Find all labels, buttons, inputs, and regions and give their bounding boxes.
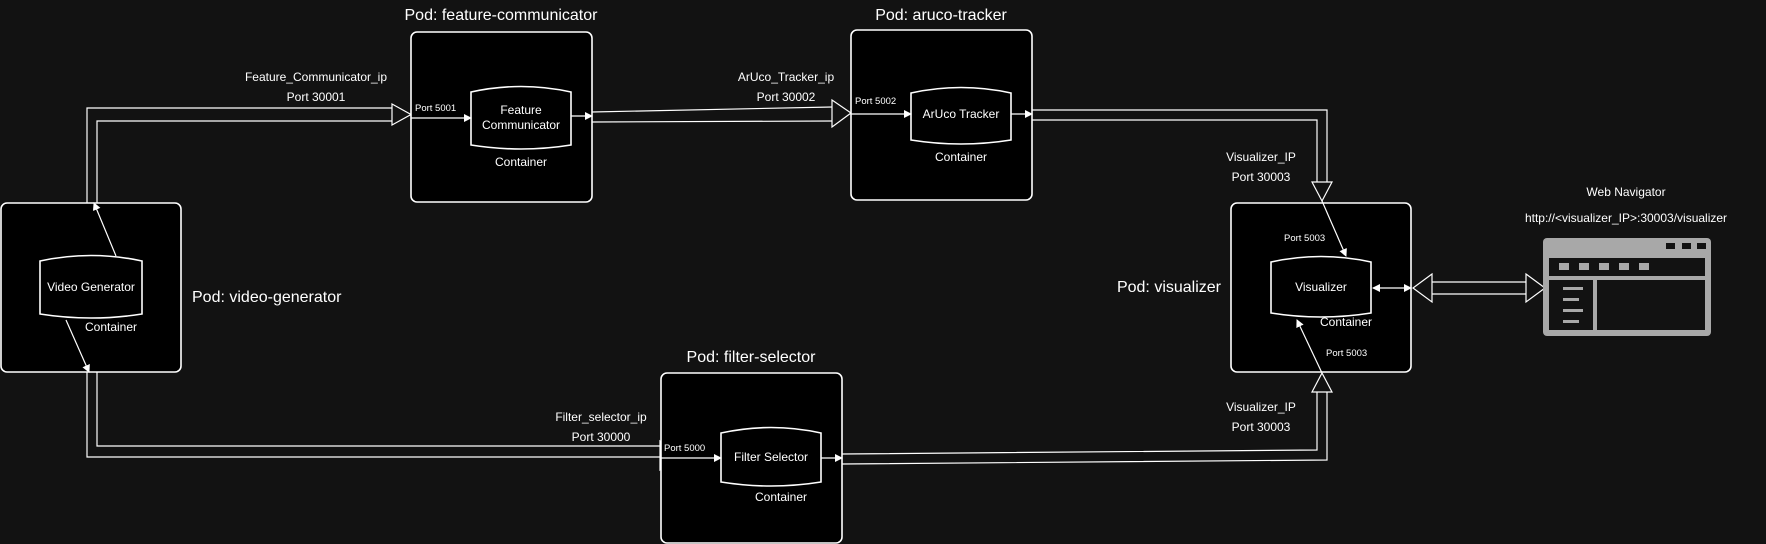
service-ip: Filter_selector_ip — [555, 410, 647, 424]
port-label: Port 5001 — [415, 103, 456, 114]
service-ip: ArUco_Tracker_ip — [738, 70, 835, 84]
container-label: Container — [495, 155, 547, 169]
web-navigator: Web Navigator http://<visualizer_IP>:300… — [1525, 185, 1727, 336]
web-navigator-title: Web Navigator — [1586, 185, 1665, 199]
service-feature-communicator: Feature_Communicator_ip Port 30001 — [245, 70, 387, 104]
container-filter-selector[interactable] — [720, 426, 822, 487]
container-name-line1: Feature — [500, 103, 542, 117]
web-navigator-url[interactable]: http://<visualizer_IP>:30003/visualizer — [1525, 211, 1727, 225]
pipe-visualizer-to-web-navigator — [1411, 272, 1547, 304]
pod-visualizer: Visualizer Container Pod: visualizer Por… — [1117, 200, 1412, 374]
pipe-feature-communicator-to-aruco — [591, 98, 853, 129]
pod-title: Pod: feature-communicator — [405, 7, 599, 24]
service-aruco-tracker: ArUco_Tracker_ip Port 30002 — [738, 70, 835, 104]
container-name: ArUco Tracker — [923, 107, 1000, 121]
pod-title: Pod: visualizer — [1117, 279, 1222, 296]
browser-window-icon[interactable] — [1543, 238, 1711, 336]
pod-video-generator: Video Generator Container Pod: video-gen… — [0, 202, 342, 373]
pod-aruco-tracker: Pod: aruco-tracker ArUco Tracker Contain… — [850, 7, 1033, 201]
container-aruco-tracker[interactable] — [910, 86, 1012, 145]
port-label: Port 5002 — [855, 96, 896, 107]
container-name: Video Generator — [47, 280, 135, 294]
service-ip: Feature_Communicator_ip — [245, 70, 387, 84]
pod-title: Pod: filter-selector — [687, 349, 817, 366]
service-port: Port 30001 — [287, 90, 346, 104]
container-label: Container — [85, 320, 137, 334]
service-filter-selector: Filter_selector_ip Port 30000 — [555, 410, 647, 444]
pod-feature-communicator: Pod: feature-communicator Feature Commun… — [405, 7, 599, 203]
port-label-top: Port 5003 — [1284, 233, 1325, 244]
container-video-generator[interactable] — [39, 254, 143, 319]
container-name: Visualizer — [1295, 280, 1347, 294]
pod-title: Pod: aruco-tracker — [875, 7, 1007, 24]
container-label: Container — [755, 490, 807, 504]
service-visualizer-bottom: Visualizer_IP Port 30003 — [1226, 400, 1296, 434]
container-visualizer[interactable] — [1270, 255, 1372, 318]
pipe-filter-selector-to-visualizer — [841, 371, 1333, 465]
port-label: Port 5000 — [664, 443, 705, 454]
port-label-bottom: Port 5003 — [1326, 348, 1367, 359]
container-label: Container — [935, 150, 987, 164]
service-port: Port 30003 — [1232, 170, 1291, 184]
service-port: Port 30003 — [1232, 420, 1291, 434]
container-feature-communicator[interactable] — [470, 85, 572, 150]
container-label: Container — [1320, 315, 1372, 329]
service-ip: Visualizer_IP — [1226, 400, 1296, 414]
service-visualizer-top: Visualizer_IP Port 30003 — [1226, 150, 1296, 184]
service-port: Port 30000 — [572, 430, 631, 444]
pod-filter-selector: Pod: filter-selector Filter Selector Con… — [660, 349, 843, 544]
pipe-aruco-to-visualizer — [1032, 109, 1333, 203]
pipe-video-to-feature-communicator — [86, 102, 413, 203]
service-port: Port 30002 — [757, 90, 816, 104]
service-ip: Visualizer_IP — [1226, 150, 1296, 164]
container-name: Filter Selector — [734, 450, 808, 464]
container-name-line2: Communicator — [482, 118, 560, 132]
pod-title: Pod: video-generator — [192, 289, 342, 306]
